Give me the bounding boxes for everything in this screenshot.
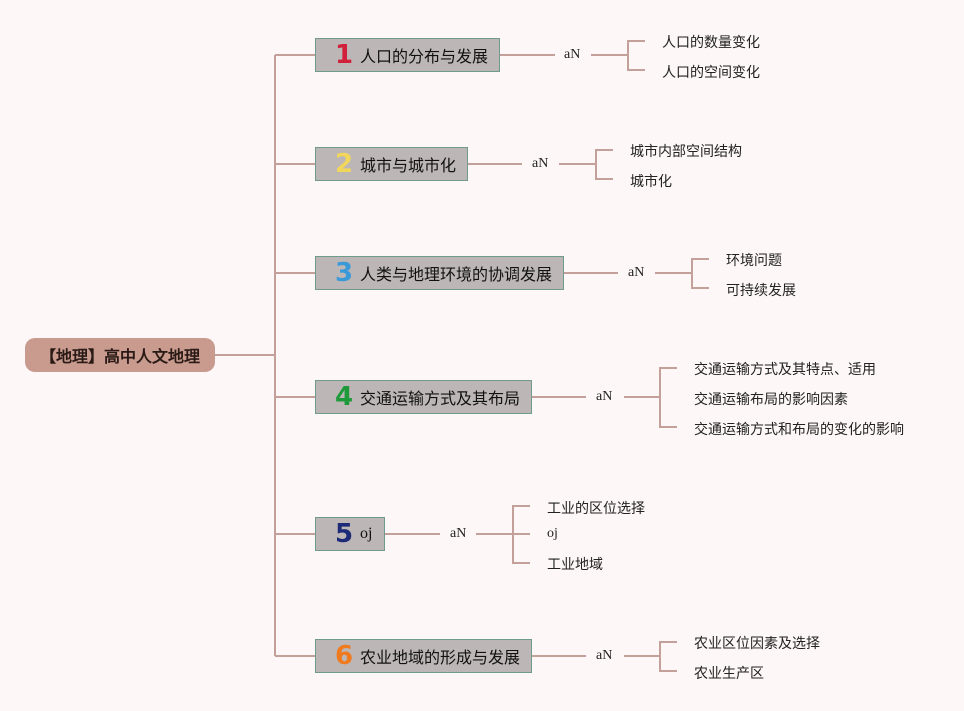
leaf-node[interactable]: 交通运输方式及其特点、适用: [694, 362, 876, 378]
number-3-icon: 3: [334, 258, 354, 288]
mid-label: aN: [628, 265, 645, 280]
mid-label: aN: [532, 156, 549, 171]
topic-node-3[interactable]: 3 人类与地理环境的协调发展: [315, 256, 564, 290]
leaf-node[interactable]: 城市化: [630, 174, 672, 190]
mid-label: aN: [564, 47, 581, 62]
mid-label: aN: [596, 648, 613, 663]
topic-label: oj: [360, 525, 373, 542]
leaf-node[interactable]: 农业区位因素及选择: [694, 636, 820, 652]
topic-node-5[interactable]: 5 oj: [315, 517, 385, 551]
number-1-icon: 1: [334, 40, 354, 70]
leaf-node[interactable]: 工业地域: [547, 557, 603, 573]
leaf-node[interactable]: 农业生产区: [694, 666, 764, 682]
number-4-icon: 4: [334, 382, 354, 412]
topic-node-1[interactable]: 1 人口的分布与发展: [315, 38, 500, 72]
leaf-node[interactable]: 人口的空间变化: [662, 65, 760, 81]
topic-label: 交通运输方式及其布局: [360, 389, 521, 408]
number-5-icon: 5: [334, 519, 354, 549]
topic-label: 人类与地理环境的协调发展: [360, 265, 553, 284]
root-label: 【地理】高中人文地理: [39, 347, 200, 366]
leaf-node[interactable]: 交通运输布局的影响因素: [694, 392, 848, 408]
number-2-icon: 2: [334, 149, 354, 179]
topic-node-2[interactable]: 2 城市与城市化: [315, 147, 468, 181]
topic-node-4[interactable]: 4 交通运输方式及其布局: [315, 380, 532, 414]
leaf-node[interactable]: 交通运输方式和布局的变化的影响: [694, 422, 904, 438]
root-node[interactable]: 【地理】高中人文地理: [25, 338, 215, 372]
leaf-node[interactable]: 可持续发展: [726, 283, 796, 299]
topic-label: 农业地域的形成与发展: [360, 648, 521, 667]
leaf-node[interactable]: 环境问题: [726, 253, 782, 269]
leaf-node[interactable]: oj: [547, 526, 558, 541]
leaf-node[interactable]: 工业的区位选择: [547, 501, 645, 517]
topic-node-6[interactable]: 6 农业地域的形成与发展: [315, 639, 532, 673]
mid-label: aN: [450, 526, 467, 541]
number-6-icon: 6: [334, 641, 354, 671]
mid-label: aN: [596, 389, 613, 404]
leaf-node[interactable]: 城市内部空间结构: [630, 144, 742, 160]
topic-label: 城市与城市化: [360, 156, 457, 175]
topic-label: 人口的分布与发展: [360, 47, 489, 66]
leaf-node[interactable]: 人口的数量变化: [662, 35, 760, 51]
